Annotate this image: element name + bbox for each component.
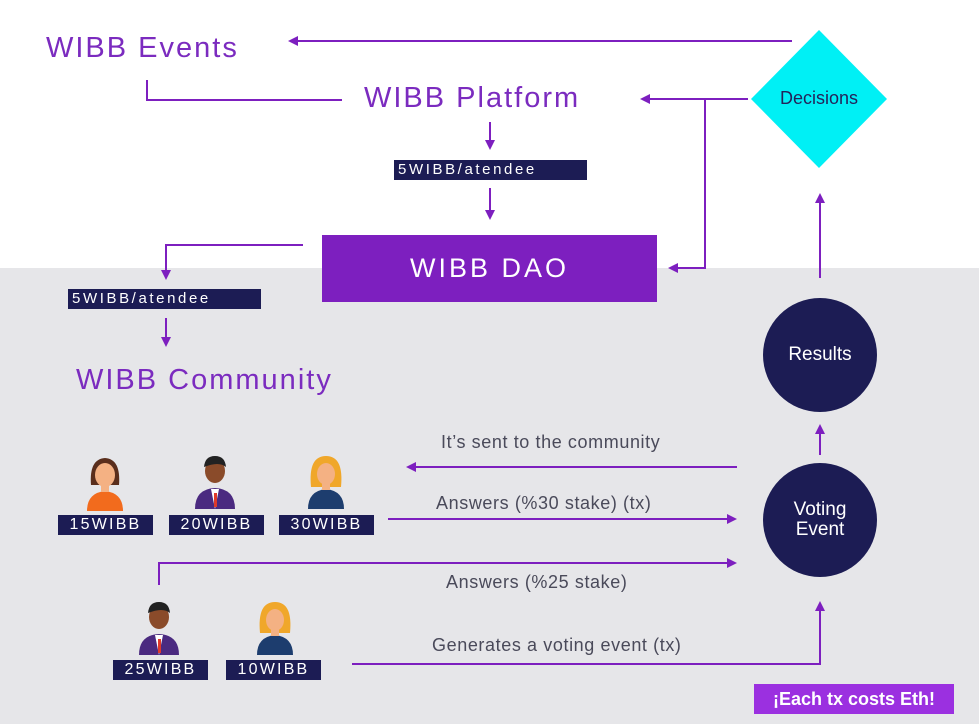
member-coins-tag: 25WIBB (113, 660, 208, 680)
node-wibb-events: WIBB Events (46, 32, 239, 64)
label-answers-30: Answers (%30 stake) (tx) (436, 493, 652, 513)
node-wibb-community: WIBB Community (76, 364, 333, 396)
tx-cost-note: ¡Each tx costs Eth! (754, 684, 954, 714)
member-coins-tag: 20WIBB (169, 515, 264, 535)
node-wibb-platform: WIBB Platform (364, 82, 581, 114)
member-coins-tag: 10WIBB (226, 660, 321, 680)
woman-blonde-icon (257, 602, 293, 655)
node-results: Results (763, 298, 877, 412)
results-label: Results (788, 344, 852, 366)
man-icon (195, 456, 235, 509)
woman-blonde-icon (308, 456, 344, 509)
member-coins-tag: 15WIBB (58, 515, 153, 535)
arrow-dao-to-community-tag (161, 244, 303, 280)
node-wibb-dao: WIBB DAO (322, 235, 657, 302)
arrow-answers-25 (158, 558, 737, 585)
decisions-diamond (751, 30, 887, 168)
arrow-decisions-to-dao (668, 99, 706, 273)
arrow-generates-event (352, 601, 825, 665)
woman-dark-hair-icon (87, 458, 123, 511)
community-fee-tag: 5WIBB/atendee (68, 289, 261, 309)
label-sent-to-community: It’s sent to the community (441, 432, 661, 452)
platform-fee-tag: 5WIBB/atendee (394, 160, 587, 180)
voting-event-label: Voting Event (793, 499, 847, 540)
label-answers-25: Answers (%25 stake) (446, 572, 628, 592)
node-voting-event: Voting Event (763, 463, 877, 577)
member-coins-tag: 30WIBB (279, 515, 374, 535)
man-icon (139, 602, 179, 655)
connector-events-platform (146, 80, 342, 101)
dao-label: WIBB DAO (409, 253, 569, 283)
decisions-label: Decisions (779, 88, 859, 108)
label-generates-event: Generates a voting event (tx) (432, 635, 682, 655)
